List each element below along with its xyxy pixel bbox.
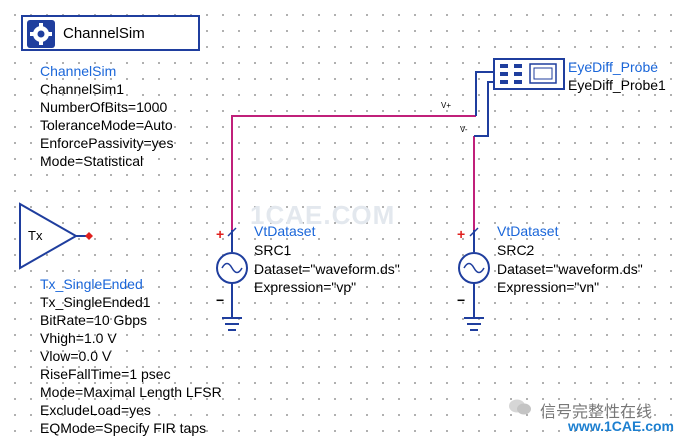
tx-param: Mode=Maximal Length LFSR <box>40 384 222 400</box>
watermark: 1CAE.COM <box>250 200 396 230</box>
src1-param: Dataset="waveform.ds" <box>254 261 400 277</box>
src1-type: VtDataset <box>254 223 316 239</box>
tx-type: Tx_SingleEnded <box>40 276 143 292</box>
wechat-icon <box>509 399 531 415</box>
tx-param: RiseFallTime=1 psec <box>40 366 171 382</box>
channelsim-param: Mode=Statistical <box>40 153 144 169</box>
probe-pin-vp: V+ <box>441 101 452 110</box>
src2-minus: − <box>457 292 466 308</box>
channelsim-type: ChannelSim <box>40 63 117 79</box>
channelsim-param: NumberOfBits=1000 <box>40 99 168 115</box>
channelsim-component[interactable]: ChannelSim <box>21 15 200 51</box>
channelsim-instance: ChannelSim1 <box>40 81 125 97</box>
tx-param: Vhigh=1.0 V <box>40 330 117 346</box>
channelsim-title: ChannelSim <box>63 25 145 42</box>
tx-symbol-label: Tx <box>28 228 43 243</box>
footer-chinese-text: 信号完整性在线 <box>540 404 653 421</box>
src2-param: Dataset="waveform.ds" <box>497 261 643 277</box>
src1-minus: − <box>216 292 225 308</box>
src2-plus: + <box>457 226 466 242</box>
src2-instance: SRC2 <box>497 242 535 258</box>
tx-param: ExcludeLoad=yes <box>40 402 151 418</box>
tx-param: BitRate=10 Gbps <box>40 312 148 328</box>
channelsim-param: ToleranceMode=Auto <box>40 117 173 133</box>
src2-param: Expression="vn" <box>497 279 600 295</box>
src1-plus: + <box>216 226 225 242</box>
src2-type: VtDataset <box>497 223 559 239</box>
src1-symbol <box>216 227 248 331</box>
tx-symbol <box>19 202 79 270</box>
footer-brand: www.1CAE.com <box>567 418 674 434</box>
src1-instance: SRC1 <box>254 242 292 258</box>
probe-pin-vn: V- <box>460 125 468 134</box>
src1-param: Expression="vp" <box>254 279 357 295</box>
probe-instance: EyeDiff_Probe1 <box>568 77 666 93</box>
tx-instance: Tx_SingleEnded1 <box>40 294 151 310</box>
channelsim-param: EnforcePassivity=yes <box>40 135 174 151</box>
channelsim-gear-icon <box>27 20 55 48</box>
wire-vp <box>231 115 476 230</box>
tx-param: Vlow=0.0 V <box>40 348 112 364</box>
src2-symbol <box>458 227 490 331</box>
tx-param: EQMode=Specify FIR taps <box>40 420 207 436</box>
probe-type: EyeDiff_Probe <box>568 59 659 75</box>
